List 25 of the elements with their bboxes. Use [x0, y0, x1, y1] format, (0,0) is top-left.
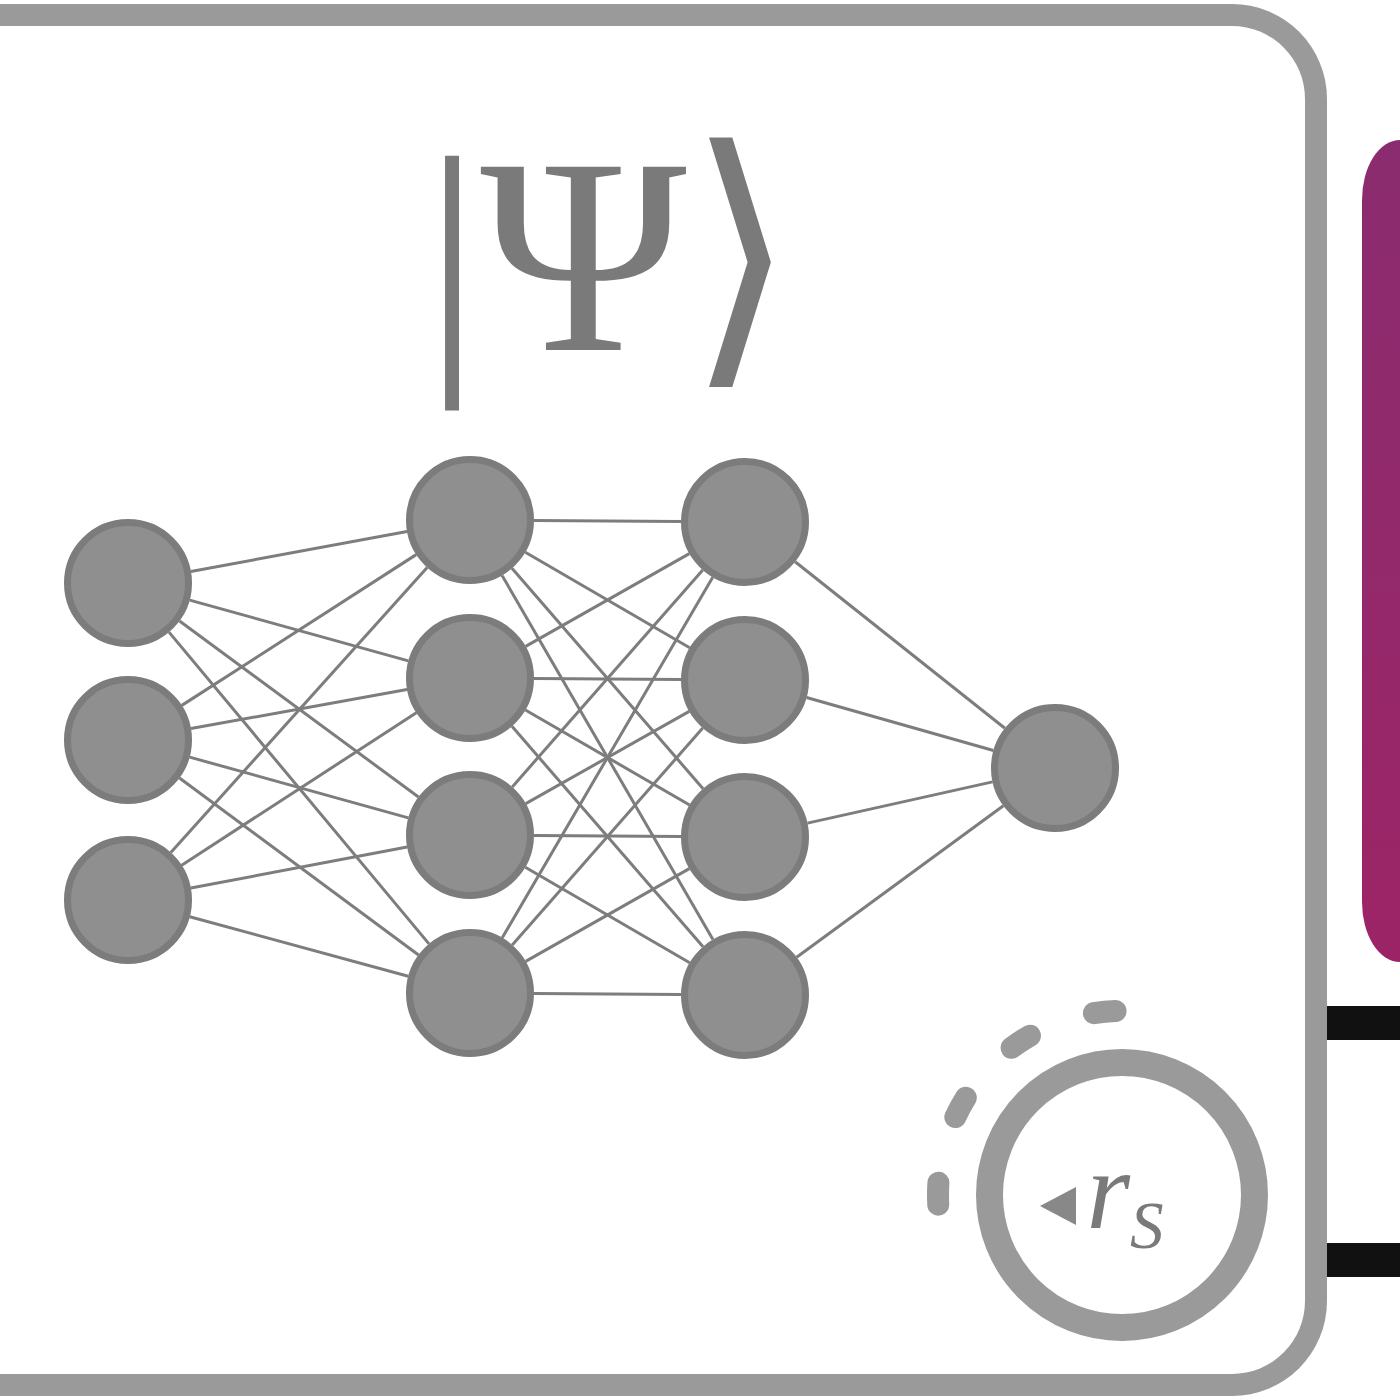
connection-line — [534, 833, 681, 839]
connection-line — [178, 619, 420, 799]
connection-line — [180, 711, 418, 867]
connection-line — [794, 560, 1006, 730]
connection-line — [806, 696, 994, 752]
connection-line — [189, 755, 409, 820]
math-label: r$_{S}$ — [1086, 1126, 1164, 1258]
math-label: |Ψ⟩ — [423, 99, 797, 413]
connection-line — [190, 530, 408, 573]
connection-line — [181, 553, 417, 707]
connection-line — [807, 780, 993, 825]
connection-line — [795, 804, 1005, 959]
connection-line — [169, 566, 429, 854]
connection-line — [189, 915, 409, 978]
connection-line — [190, 687, 408, 731]
connection-line — [190, 845, 408, 890]
connection-line — [178, 776, 420, 957]
connection-line — [534, 991, 681, 997]
connection-line — [167, 631, 431, 945]
connection-line — [534, 676, 681, 682]
connector-line — [1327, 1243, 1400, 1277]
rounded-frame — [0, 4, 1327, 1396]
connection-line — [189, 598, 409, 663]
connector-line — [1327, 1006, 1400, 1040]
connection-line — [534, 518, 681, 524]
